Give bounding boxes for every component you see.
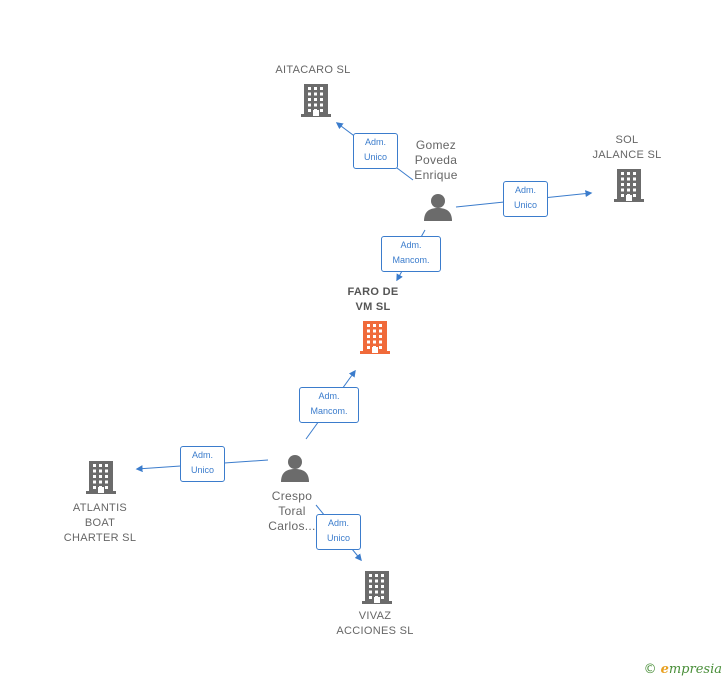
label-line: Poveda — [414, 153, 458, 167]
person-icon[interactable] — [281, 455, 309, 482]
relation-badge[interactable]: Adm. Unico — [180, 446, 225, 482]
relation-line: Unico — [513, 200, 537, 210]
label-line: ACCIONES SL — [336, 625, 414, 637]
label-line: AITACARO SL — [275, 64, 351, 76]
person-label-crespo[interactable]: Crespo Toral Carlos... — [252, 489, 332, 534]
label-line: VM SL — [355, 301, 391, 313]
company-label-sol-jalance[interactable]: SOL JALANCE SL — [572, 133, 682, 163]
label-line: ATLANTIS — [72, 502, 128, 514]
relation-line: Unico — [363, 152, 387, 162]
relation-line: Mancom. — [310, 406, 348, 416]
label-line: Gomez — [415, 138, 457, 152]
label-line: Crespo — [271, 489, 313, 503]
company-label-aitacaro[interactable]: AITACARO SL — [258, 63, 368, 78]
relation-badge[interactable]: Adm. Mancom. — [299, 387, 359, 423]
building-icon[interactable] — [86, 461, 116, 494]
label-line: BOAT — [84, 517, 116, 529]
company-label-vivaz[interactable]: VIVAZ ACCIONES SL — [320, 609, 430, 639]
relation-line: Adm. — [514, 185, 536, 195]
label-line: Toral — [278, 504, 306, 518]
relation-line: Adm. — [364, 137, 386, 147]
relation-line: Unico — [326, 533, 350, 543]
relation-line: Adm. — [191, 450, 213, 460]
person-label-gomez[interactable]: Gomez Poveda Enrique — [396, 138, 476, 183]
label-line: CHARTER SL — [63, 532, 137, 544]
building-icon[interactable] — [362, 571, 392, 604]
brand-initial: e — [660, 662, 669, 677]
relation-badge[interactable]: Adm. Unico — [353, 133, 398, 169]
copyright-icon: © — [643, 662, 657, 677]
label-line: SOL — [615, 134, 639, 146]
relation-line: Adm. — [318, 391, 340, 401]
relation-badge[interactable]: Adm. Mancom. — [381, 236, 441, 272]
building-icon[interactable] — [301, 84, 331, 117]
relation-badge[interactable]: Adm. Unico — [316, 514, 361, 550]
building-icon[interactable] — [614, 169, 644, 202]
relation-badge[interactable]: Adm. Unico — [503, 181, 548, 217]
brand-watermark: ©empresia — [644, 662, 722, 677]
label-line: Carlos... — [268, 519, 316, 533]
relation-line: Adm. — [400, 240, 422, 250]
brand-name: mpresia — [668, 662, 722, 677]
company-label-atlantis[interactable]: ATLANTIS BOAT CHARTER SL — [45, 501, 155, 546]
relation-line: Adm. — [327, 518, 349, 528]
relation-line: Mancom. — [392, 255, 430, 265]
label-line: Enrique — [414, 168, 458, 182]
building-icon[interactable] — [360, 321, 390, 354]
label-line: FARO DE — [347, 286, 399, 298]
person-icon[interactable] — [424, 194, 452, 221]
relation-line: Unico — [190, 465, 214, 475]
label-line: VIVAZ — [358, 610, 392, 622]
company-label-faro[interactable]: FARO DE VM SL — [318, 285, 428, 315]
label-line: JALANCE SL — [592, 149, 662, 161]
